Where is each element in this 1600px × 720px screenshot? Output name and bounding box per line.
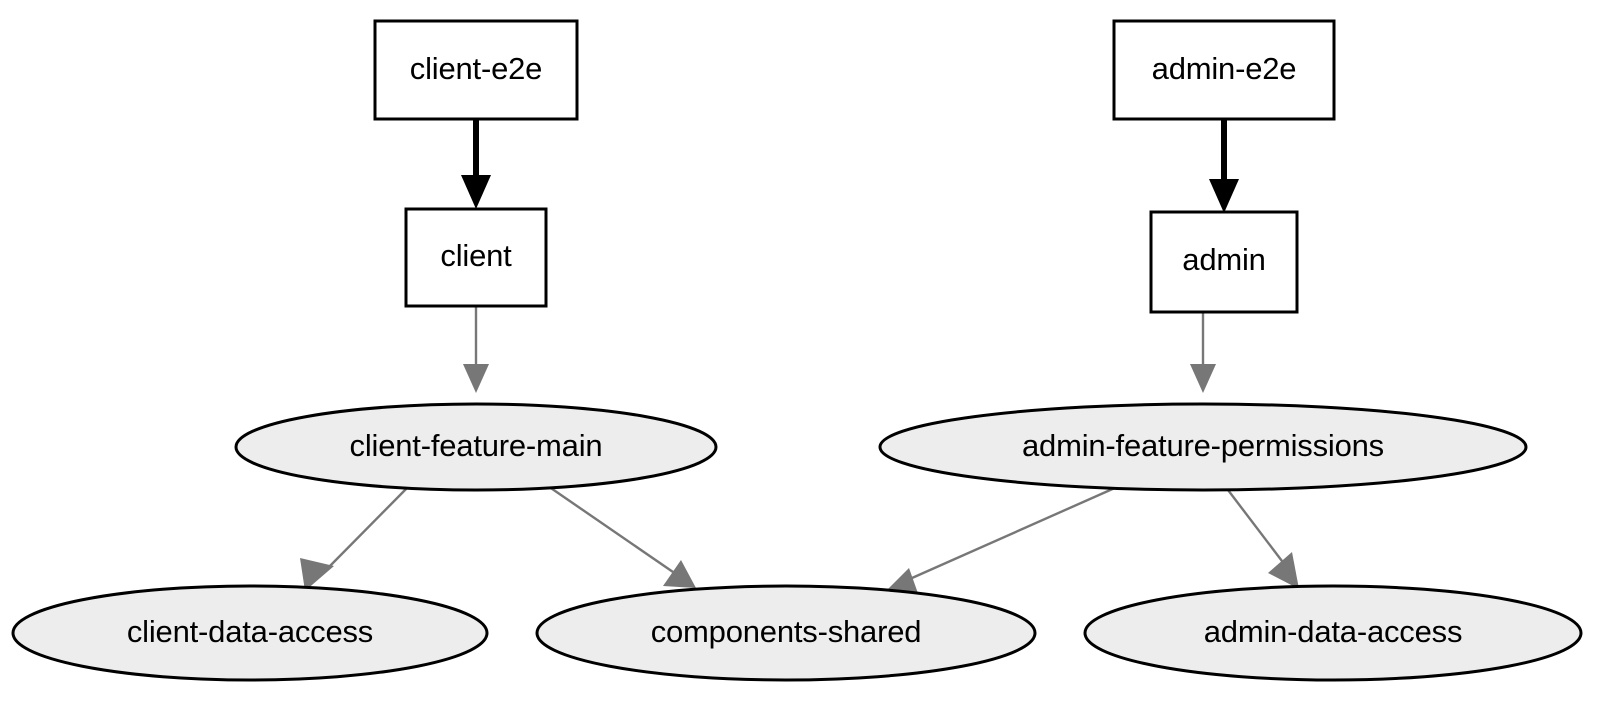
admin-label: admin xyxy=(1182,242,1265,277)
edge-client-feature-main-to-client-data-access xyxy=(300,484,411,591)
node-client[interactable]: client xyxy=(404,207,548,308)
admin-feature-permissions-ellipse[interactable] xyxy=(878,402,1528,492)
admin-data-access-label: admin-data-access xyxy=(1204,614,1463,649)
client-feature-main-label: client-feature-main xyxy=(350,428,603,463)
client-data-access-label: client-data-access xyxy=(127,614,373,649)
client-data-access-ellipse[interactable] xyxy=(11,584,489,682)
edge-client-to-client-feature-main xyxy=(463,306,489,393)
client-e2e-box[interactable] xyxy=(373,19,579,121)
components-shared-ellipse[interactable] xyxy=(535,584,1037,682)
edge-client-feature-main-to-components-shared xyxy=(544,483,696,588)
edge-client-e2e-to-client xyxy=(461,120,491,209)
node-client-feature-main[interactable]: client-feature-main xyxy=(234,402,718,492)
node-admin-data-access[interactable]: admin-data-access xyxy=(1083,584,1583,682)
client-e2e-label: client-e2e xyxy=(410,51,542,86)
node-admin-e2e[interactable]: admin-e2e xyxy=(1112,19,1336,121)
edge-admin-feature-permissions-to-admin-data-access xyxy=(1227,489,1299,589)
admin-data-access-ellipse[interactable] xyxy=(1083,584,1583,682)
edge-admin-feature-permissions-to-components-shared xyxy=(885,485,1118,599)
admin-e2e-box[interactable] xyxy=(1112,19,1336,121)
node-admin-feature-permissions[interactable]: admin-feature-permissions xyxy=(878,402,1528,492)
client-box[interactable] xyxy=(404,207,548,308)
client-feature-main-ellipse[interactable] xyxy=(234,402,718,492)
components-shared-label: components-shared xyxy=(651,614,922,649)
admin-feature-permissions-label: admin-feature-permissions xyxy=(1022,428,1384,463)
node-client-data-access[interactable]: client-data-access xyxy=(11,584,489,682)
client-label: client xyxy=(440,238,512,273)
admin-box[interactable] xyxy=(1149,210,1299,314)
node-admin[interactable]: admin xyxy=(1149,210,1299,314)
edge-admin-to-admin-feature-permissions xyxy=(1190,312,1216,393)
edge-admin-e2e-to-admin xyxy=(1209,120,1239,213)
node-components-shared[interactable]: components-shared xyxy=(535,584,1037,682)
admin-e2e-label: admin-e2e xyxy=(1152,51,1297,86)
node-client-e2e[interactable]: client-e2e xyxy=(373,19,579,121)
